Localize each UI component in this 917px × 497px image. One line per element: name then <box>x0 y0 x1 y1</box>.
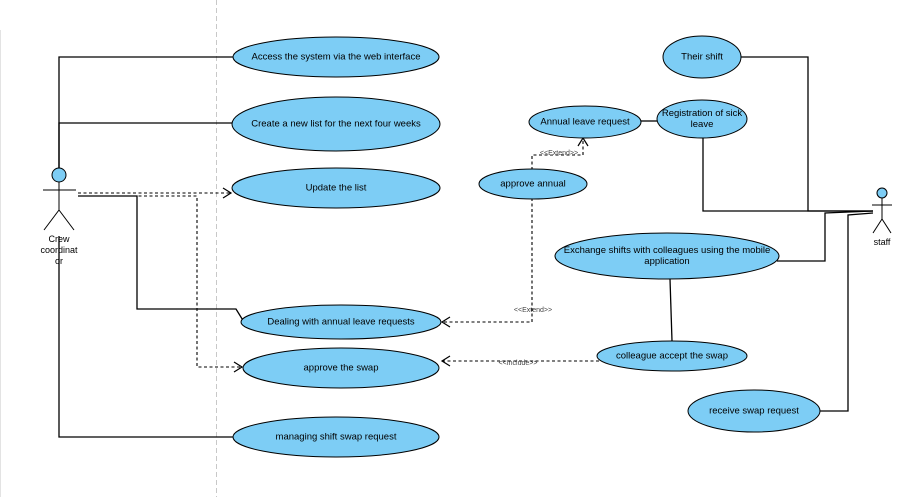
actor-label: coordinat <box>40 245 78 255</box>
stereotype-extend-bottom: <<Extend>> <box>514 307 552 314</box>
usecase-label: colleague accept the swap <box>616 351 728 362</box>
arrowhead-approve-swap-left <box>233 361 244 373</box>
actor-head-icon <box>51 167 67 183</box>
assoc-staff-their-shift <box>740 56 873 212</box>
assoc-coordinator-managing-swap <box>58 236 234 438</box>
dash-coordinator-approve-swap <box>78 195 242 368</box>
usecase-label: receive swap request <box>709 406 799 417</box>
assoc-staff-sick-leave <box>702 137 873 212</box>
usecase-label: Dealing with annual leave requests <box>267 317 415 328</box>
actor-label: or <box>55 256 63 266</box>
usecase-colleague-accept[interactable]: colleague accept the swap <box>596 340 748 372</box>
usecase-approve-swap[interactable]: approve the swap <box>242 347 440 389</box>
actor-label: Crew <box>48 234 70 244</box>
stereotype-extend-top: <<Extend>> <box>540 150 578 157</box>
usecase-create-list[interactable]: Create a new list for the next four week… <box>231 96 441 152</box>
usecase-receive-swap[interactable]: receive swap request <box>687 389 821 433</box>
assoc-coordinator-create-list <box>58 122 233 168</box>
assoc-staff-exchange-shifts <box>777 210 874 262</box>
usecase-label: Access the system via the web interface <box>252 52 421 63</box>
extend-approve-annual-to-dealing-leave <box>442 198 533 323</box>
actor-label: staff <box>874 237 891 247</box>
usecase-label: Registration of sick <box>662 108 743 119</box>
usecase-their-shift[interactable]: Their shift <box>662 35 742 79</box>
usecase-label: Annual leave request <box>540 117 630 128</box>
usecase-label: approve annual <box>500 179 566 190</box>
actor-head-icon <box>876 187 888 199</box>
usecase-access-web[interactable]: Access the system via the web interface <box>232 36 440 78</box>
usecase-label: approve the swap <box>304 363 379 374</box>
usecase-dealing-leave[interactable]: Dealing with annual leave requests <box>240 304 442 340</box>
usecase-label: leave <box>691 119 714 130</box>
actor-staff[interactable]: staff <box>872 187 892 247</box>
assoc-exchange-colleague-accept <box>669 278 673 342</box>
assoc-coordinator-access-web <box>58 56 233 168</box>
usecase-annual-leave-request[interactable]: Annual leave request <box>528 105 642 139</box>
arrowhead-update-list <box>222 187 233 199</box>
usecase-approve-annual[interactable]: approve annual <box>478 168 588 200</box>
usecase-managing-swap[interactable]: managing shift swap request <box>232 416 440 458</box>
usecase-label: Create a new list for the next four week… <box>251 119 421 130</box>
assoc-coordinator-dealing-leave <box>78 195 245 323</box>
usecase-label: managing shift swap request <box>276 432 397 443</box>
arrowhead-approve-swap-right <box>440 355 451 367</box>
usecase-label: Update the list <box>306 183 367 194</box>
usecase-label: Exchange shifts with colleagues using th… <box>564 245 770 256</box>
usecase-update-list[interactable]: Update the list <box>231 167 441 209</box>
assoc-staff-receive-swap <box>820 212 874 412</box>
extend-approve-annual-to-annual-leave <box>531 138 584 170</box>
arrowhead-dealing-leave <box>440 316 451 328</box>
usecase-exchange-shifts[interactable]: Exchange shifts with colleagues using th… <box>554 232 780 280</box>
stereotype-include: <<Include>> <box>499 360 538 367</box>
usecase-label: application <box>644 256 689 267</box>
usecase-label: Their shift <box>681 52 723 63</box>
